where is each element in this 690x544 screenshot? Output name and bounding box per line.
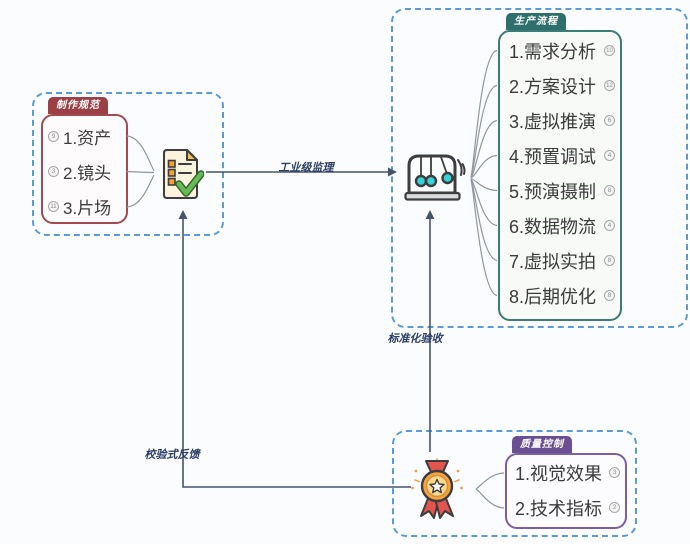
node-label: 3.片场 [63, 199, 112, 218]
node-label: 5.预演摄制 [509, 181, 597, 202]
node-label: 8.后期优化 [509, 286, 597, 307]
specs-item-set[interactable]: 11 3.片场 [45, 189, 125, 224]
production-item-2[interactable]: 2.方案设计 12 [500, 68, 620, 103]
production-item-8[interactable]: 8.后期优化 8 [500, 278, 620, 313]
collapse-badge[interactable]: 4 [604, 150, 615, 161]
node-label: 2.技术指标 [515, 498, 603, 519]
collapse-badge[interactable]: 12 [604, 80, 615, 91]
node-label: 1.需求分析 [509, 41, 597, 62]
collapse-badge[interactable]: 11 [48, 201, 59, 212]
collapse-badge[interactable]: 4 [604, 220, 615, 231]
collapse-badge[interactable]: 9 [48, 131, 59, 142]
production-item-5[interactable]: 5.预演摄制 8 [500, 173, 620, 208]
node-label: 2.方案设计 [509, 76, 597, 97]
production-node-box [498, 30, 622, 321]
node-label: 1.视觉效果 [515, 463, 603, 484]
collapse-badge[interactable]: 8 [604, 185, 615, 196]
quality-group-label[interactable]: 质量控制 [512, 436, 572, 453]
node-label: 3.虚拟推演 [509, 111, 597, 132]
node-label: 1.资产 [63, 129, 112, 148]
collapse-badge[interactable]: 8 [604, 290, 615, 301]
collapse-badge[interactable]: 3 [609, 467, 620, 478]
node-label: 6.数据物流 [509, 216, 597, 237]
collapse-badge[interactable]: 3 [48, 166, 59, 177]
production-group-label[interactable]: 生产流程 [506, 13, 566, 30]
production-item-1[interactable]: 1.需求分析 10 [500, 33, 620, 68]
edge-label-feedback[interactable]: 校验式反馈 [144, 449, 200, 461]
newtons-cradle-icon[interactable] [404, 151, 466, 201]
quality-item-technical[interactable]: 2.技术指标 2 [507, 490, 625, 525]
node-label: 4.预置调试 [509, 146, 597, 167]
specs-group-label[interactable]: 制作规范 [48, 97, 108, 114]
production-item-6[interactable]: 6.数据物流 4 [500, 208, 620, 243]
quality-item-visual[interactable]: 1.视觉效果 3 [507, 455, 625, 490]
specs-item-assets[interactable]: 9 1.资产 [45, 119, 125, 154]
edge-label-acceptance[interactable]: 标准化验收 [387, 333, 443, 345]
node-label: 2.镜头 [63, 164, 112, 183]
production-item-7[interactable]: 7.虚拟实拍 8 [500, 243, 620, 278]
node-label: 7.虚拟实拍 [509, 251, 597, 272]
edge-label-supervision[interactable]: 工业级监理 [278, 162, 334, 174]
specs-item-shots[interactable]: 3 2.镜头 [45, 154, 125, 189]
medal-icon[interactable] [409, 458, 465, 521]
document-checklist-icon[interactable] [160, 147, 204, 202]
quality-node-box [505, 453, 627, 529]
collapse-badge[interactable]: 2 [609, 502, 620, 513]
collapse-badge[interactable]: 8 [604, 255, 615, 266]
collapse-badge[interactable]: 10 [604, 45, 615, 56]
production-item-4[interactable]: 4.预置调试 4 [500, 138, 620, 173]
collapse-badge[interactable]: 6 [604, 115, 615, 126]
production-item-3[interactable]: 3.虚拟推演 6 [500, 103, 620, 138]
